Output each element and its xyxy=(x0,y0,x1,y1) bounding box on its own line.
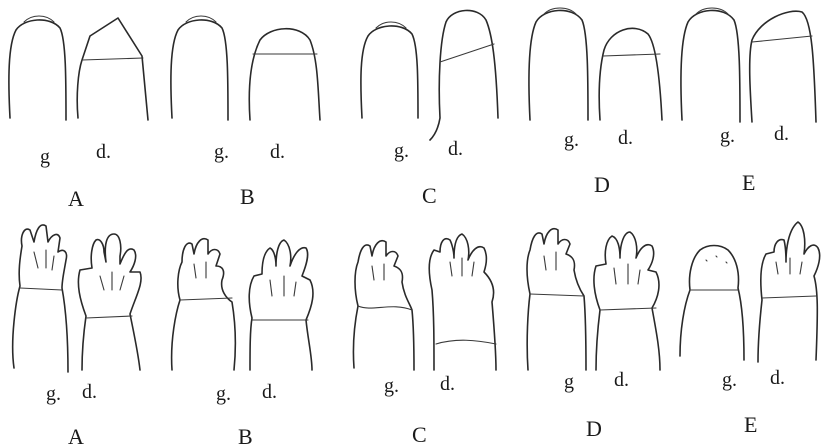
stage-letter-2-c: C xyxy=(412,422,427,446)
right-limb-2-d xyxy=(594,232,660,370)
stage-letter-1-a: A xyxy=(68,186,84,211)
right-cut-2-a xyxy=(86,316,132,318)
left-digit-marks-2-c xyxy=(372,264,384,280)
left-cut-2-a xyxy=(20,288,62,290)
left-digit-marks-2-b xyxy=(194,262,206,278)
right-limb-2-a xyxy=(78,234,141,370)
right-stump-1-c xyxy=(430,10,498,140)
right-stump-1-b xyxy=(249,29,320,120)
left-label-1-a: g xyxy=(40,146,50,168)
right-digit-marks-2-b xyxy=(270,276,296,296)
right-cut-2-c xyxy=(436,340,496,344)
right-limb-2-b xyxy=(249,240,313,370)
panel-2-d: g d. D xyxy=(527,229,660,441)
left-cut-2-c xyxy=(358,306,412,310)
left-label-2-c: g. xyxy=(384,375,399,397)
right-limb-2-e xyxy=(758,222,820,362)
right-stump-1-d xyxy=(599,28,662,120)
left-limb-2-b xyxy=(172,239,236,370)
panel-1-e: g. d. E xyxy=(681,8,816,195)
panel-2-e: g. d. E xyxy=(680,222,820,437)
stage-letter-1-b: B xyxy=(240,184,255,209)
left-label-2-d: g xyxy=(564,371,574,393)
left-label-2-e: g. xyxy=(722,369,737,391)
right-cut-2-e xyxy=(762,296,816,298)
row-2: g. d. A g. d. B g. d. C xyxy=(13,222,820,446)
right-limb-2-c xyxy=(429,234,496,370)
right-digit-marks-2-d xyxy=(614,264,640,284)
left-limb-2-d xyxy=(527,229,586,370)
right-digit-marks-2-c xyxy=(450,258,474,276)
panel-1-b: g. d. B xyxy=(171,16,320,209)
right-label-2-a: d. xyxy=(82,381,97,403)
left-stump-1-b xyxy=(171,20,228,120)
left-cut-2-d xyxy=(530,294,584,296)
left-label-1-e: g. xyxy=(720,125,735,147)
right-cut-2-d xyxy=(600,308,656,310)
right-label-1-b: d. xyxy=(270,141,285,163)
left-stump-1-e xyxy=(681,10,740,122)
row-1: g d. A g. d. B g. d. C xyxy=(9,8,816,211)
stage-letter-2-e: E xyxy=(744,412,757,437)
right-label-1-c: d. xyxy=(448,138,463,160)
left-label-1-d: g. xyxy=(564,129,579,151)
left-stump-1-c xyxy=(361,26,418,118)
stage-letter-1-d: D xyxy=(594,172,610,197)
right-digit-marks-2-a xyxy=(100,272,124,290)
panel-2-a: g. d. A xyxy=(13,225,141,446)
right-line-1-e xyxy=(752,36,812,42)
right-line-1-a xyxy=(82,58,143,60)
panel-1-a: g d. A xyxy=(9,16,148,211)
left-label-1-c: g. xyxy=(394,140,409,162)
left-dots-2-e xyxy=(706,256,727,263)
right-stump-1-a xyxy=(77,18,148,120)
right-label-2-c: d. xyxy=(440,373,455,395)
stage-letter-2-b: B xyxy=(238,424,253,446)
left-limb-2-e xyxy=(680,246,744,361)
stage-letter-1-e: E xyxy=(742,170,755,195)
right-digit-marks-2-e xyxy=(776,258,802,274)
left-label-2-b: g. xyxy=(216,383,231,405)
right-label-2-e: d. xyxy=(770,367,785,389)
stage-letter-2-d: D xyxy=(586,416,602,441)
left-label-1-b: g. xyxy=(214,141,229,163)
left-limb-2-a xyxy=(13,225,68,372)
right-label-2-b: d. xyxy=(262,381,277,403)
right-label-1-d: d. xyxy=(618,127,633,149)
panel-1-d: g. d. D xyxy=(529,8,662,197)
left-limb-2-c xyxy=(353,241,414,370)
panel-2-b: g. d. B xyxy=(172,239,313,446)
left-digit-marks-2-d xyxy=(544,252,556,270)
left-stump-1-d xyxy=(529,10,588,120)
stage-letter-1-c: C xyxy=(422,183,437,208)
right-line-1-c xyxy=(440,44,494,62)
right-label-2-d: d. xyxy=(614,369,629,391)
right-label-1-a: d. xyxy=(96,141,111,163)
right-line-1-d xyxy=(603,54,660,56)
panel-2-c: g. d. C xyxy=(353,234,496,446)
panel-1-c: g. d. C xyxy=(361,10,498,208)
left-cut-2-b xyxy=(180,298,232,300)
right-label-1-e: d. xyxy=(774,123,789,145)
stage-letter-2-a: A xyxy=(68,424,84,446)
left-digit-marks-2-a xyxy=(34,250,54,270)
right-stump-1-e xyxy=(750,11,816,122)
left-label-2-a: g. xyxy=(46,383,61,405)
left-stump-1-a xyxy=(9,20,66,120)
